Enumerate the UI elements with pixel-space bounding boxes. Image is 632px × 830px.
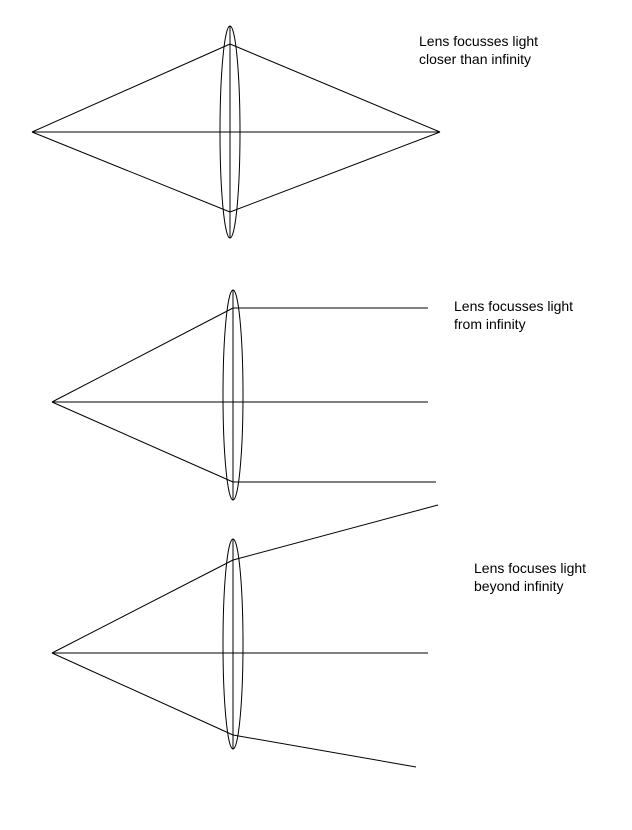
caption-line: Lens focusses light xyxy=(454,298,574,314)
ray-upper-incoming xyxy=(51,307,234,403)
caption-line: from infinity xyxy=(454,316,526,332)
caption-line: beyond infinity xyxy=(474,578,564,594)
ray-lower-outgoing xyxy=(232,734,417,768)
caption-closer-than-infinity: Lens focusses light closer than infinity xyxy=(419,32,538,68)
ray-lower-incoming xyxy=(51,652,234,736)
ray-lower-incoming xyxy=(31,131,231,213)
ray-lower-incoming xyxy=(51,401,234,483)
caption-line: Lens focuses light xyxy=(474,560,587,576)
panel-beyond-infinity xyxy=(51,504,439,768)
ray-upper-outgoing xyxy=(232,504,439,561)
ray-upper-outgoing xyxy=(229,43,441,133)
panel-from-infinity xyxy=(51,289,436,501)
caption-line: closer than infinity xyxy=(419,51,532,67)
caption-from-infinity: Lens focusses light from infinity xyxy=(454,297,573,333)
ray-upper-incoming xyxy=(31,43,231,133)
caption-beyond-infinity: Lens focuses light beyond infinity xyxy=(474,559,586,595)
ray-upper-incoming xyxy=(51,559,234,654)
ray-lower-outgoing xyxy=(229,131,441,213)
panel-closer-than-infinity xyxy=(31,25,441,239)
caption-line: Lens focusses light xyxy=(419,33,539,49)
